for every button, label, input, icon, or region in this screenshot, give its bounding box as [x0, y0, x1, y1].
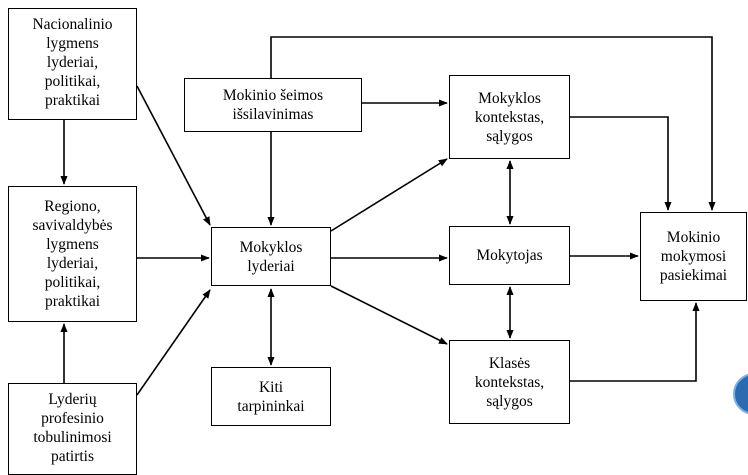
node-other-intermediaries: Kiti tarpininkai	[211, 367, 331, 426]
edge-classroom-results	[570, 302, 700, 382]
edge-leaders-school	[330, 158, 448, 232]
node-region-leaders: Regiono, savivaldybės lygmens lyderiai, …	[8, 186, 137, 322]
node-school-leaders: Mokyklos lyderiai	[211, 227, 331, 286]
node-leaders-experience: Lyderių profesinio tobulinimosi patirtis	[8, 383, 137, 475]
node-national-leaders: Nacionalinio lygmens lyderiai, politikai…	[8, 8, 137, 120]
node-student-achievement: Mokinio mokymosi pasiekimai	[640, 212, 747, 301]
node-classroom-context: Klasės kontekstas, sąlygos	[449, 340, 570, 424]
node-family-education: Mokinio šeimos išsilavinimas	[184, 78, 362, 132]
edge-school-results	[570, 116, 672, 211]
node-teacher: Mokytojas	[449, 226, 570, 285]
edge-family-results	[270, 36, 716, 211]
edge-leaders-classroom	[330, 285, 448, 345]
node-school-context: Mokyklos kontekstas, sąlygos	[449, 75, 570, 159]
edge-experience-leaders	[136, 289, 211, 396]
edge-national-leaders	[136, 85, 211, 226]
